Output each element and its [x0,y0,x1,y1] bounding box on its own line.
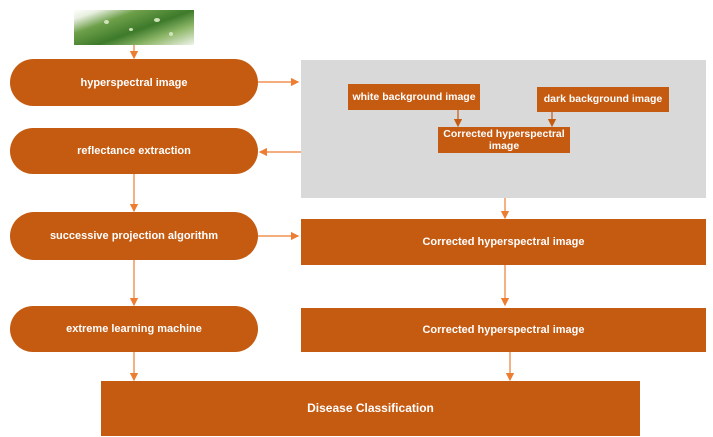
node-label: Corrected hyperspectral image [422,323,585,336]
node-label: Corrected hyperspectral image [422,235,585,248]
node-label: hyperspectral image [80,76,188,89]
node-white-background-image: white background image [348,84,480,110]
node-label: extreme learning machine [66,323,202,335]
node-successive-projection-algorithm: successive projection algorithm [10,212,258,260]
node-corrected-hyperspectral-image-small: Corrected hyperspectral image [438,127,570,153]
node-hyperspectral-image: hyperspectral image [10,59,258,106]
node-corrected-hyperspectral-image-1: Corrected hyperspectral image [301,219,706,265]
node-label: reflectance extraction [77,145,191,157]
node-corrected-hyperspectral-image-2: Corrected hyperspectral image [301,308,706,352]
node-reflectance-extraction: reflectance extraction [10,128,258,174]
leaf-photo [74,10,194,45]
node-label: Corrected hyperspectral image [443,127,565,152]
node-label: Disease Classification [307,400,434,415]
node-dark-background-image: dark background image [537,87,669,112]
node-disease-classification: Disease Classification [101,381,640,436]
node-label: dark background image [543,93,663,106]
node-label: successive projection algorithm [49,230,219,242]
node-extreme-learning-machine: extreme learning machine [10,306,258,352]
node-label: white background image [352,90,476,103]
